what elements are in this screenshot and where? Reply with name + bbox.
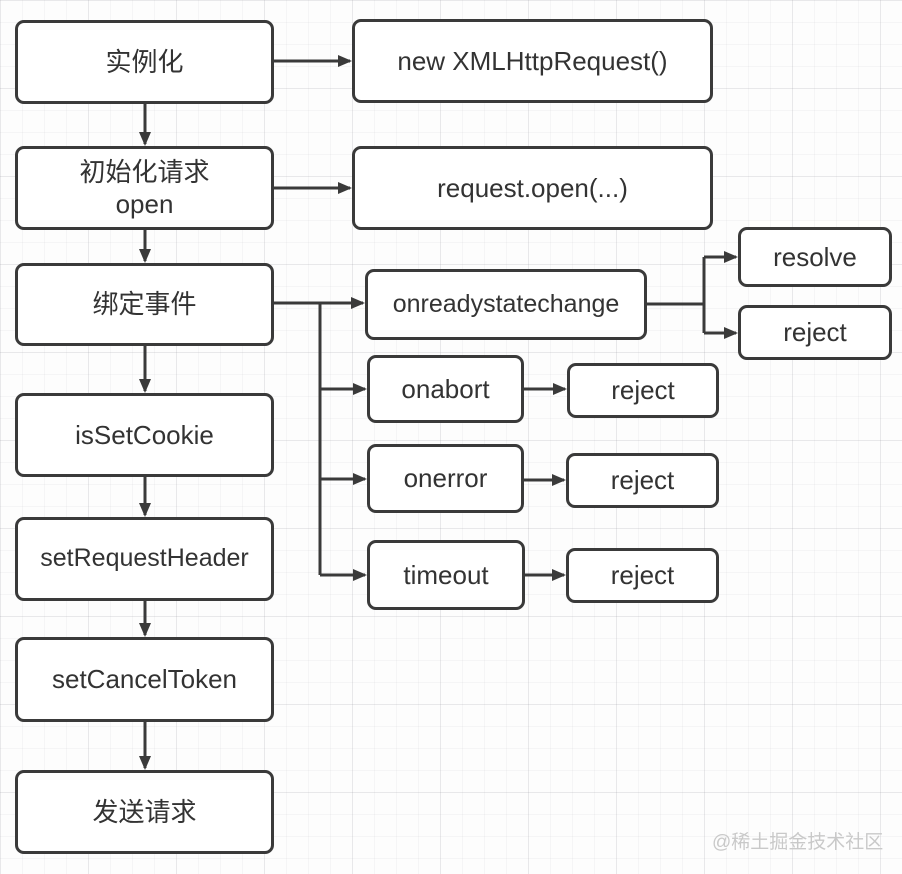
- node-set-cancel-token: setCancelToken: [15, 637, 274, 722]
- node-reject-onreadystatechange: reject: [738, 305, 892, 360]
- node-reject-onabort-label: reject: [611, 375, 675, 406]
- node-new-xmlhttprequest: new XMLHttpRequest(): [352, 19, 713, 103]
- node-init-request-open: 初始化请求 open: [15, 146, 274, 230]
- node-reject-onerror-label: reject: [610, 465, 675, 496]
- node-send-request-label: 发送请求: [92, 796, 197, 827]
- node-reject-onabort: reject: [567, 363, 719, 418]
- node-send-request: 发送请求: [15, 770, 274, 854]
- node-onerror: onerror: [367, 444, 524, 513]
- node-reject-onreadystatechange-label: reject: [783, 317, 847, 348]
- node-onabort-label: onabort: [401, 373, 490, 404]
- node-resolve: resolve: [738, 227, 892, 287]
- node-onerror-label: onerror: [403, 463, 488, 494]
- node-reject-timeout: reject: [566, 548, 719, 603]
- node-bind-events: 绑定事件: [15, 263, 274, 346]
- node-onabort: onabort: [367, 355, 524, 423]
- node-reject-timeout-label: reject: [610, 560, 675, 591]
- node-init-request-sublabel: open: [115, 189, 174, 219]
- node-bind-events-label: 绑定事件: [92, 289, 197, 320]
- node-reject-onerror: reject: [566, 453, 719, 508]
- node-set-cancel-token-label: setCancelToken: [52, 664, 237, 695]
- node-onreadystatechange: onreadystatechange: [365, 269, 647, 340]
- node-set-request-header-label: setRequestHeader: [40, 544, 249, 573]
- node-instantiate-label: 实例化: [105, 46, 184, 77]
- node-request-open: request.open(...): [352, 146, 713, 230]
- node-instantiate: 实例化: [15, 20, 274, 104]
- node-is-set-cookie: isSetCookie: [15, 393, 274, 477]
- node-set-request-header: setRequestHeader: [15, 517, 274, 601]
- watermark: @稀土掘金技术社区: [712, 832, 884, 853]
- node-resolve-label: resolve: [773, 241, 857, 272]
- node-timeout: timeout: [367, 540, 525, 610]
- node-new-xmlhttprequest-label: new XMLHttpRequest(): [397, 45, 668, 76]
- node-request-open-label: request.open(...): [437, 172, 628, 203]
- node-timeout-label: timeout: [403, 559, 489, 590]
- node-onreadystatechange-label: onreadystatechange: [392, 289, 620, 318]
- node-init-request-label: 初始化请求: [79, 156, 210, 187]
- node-is-set-cookie-label: isSetCookie: [75, 419, 214, 450]
